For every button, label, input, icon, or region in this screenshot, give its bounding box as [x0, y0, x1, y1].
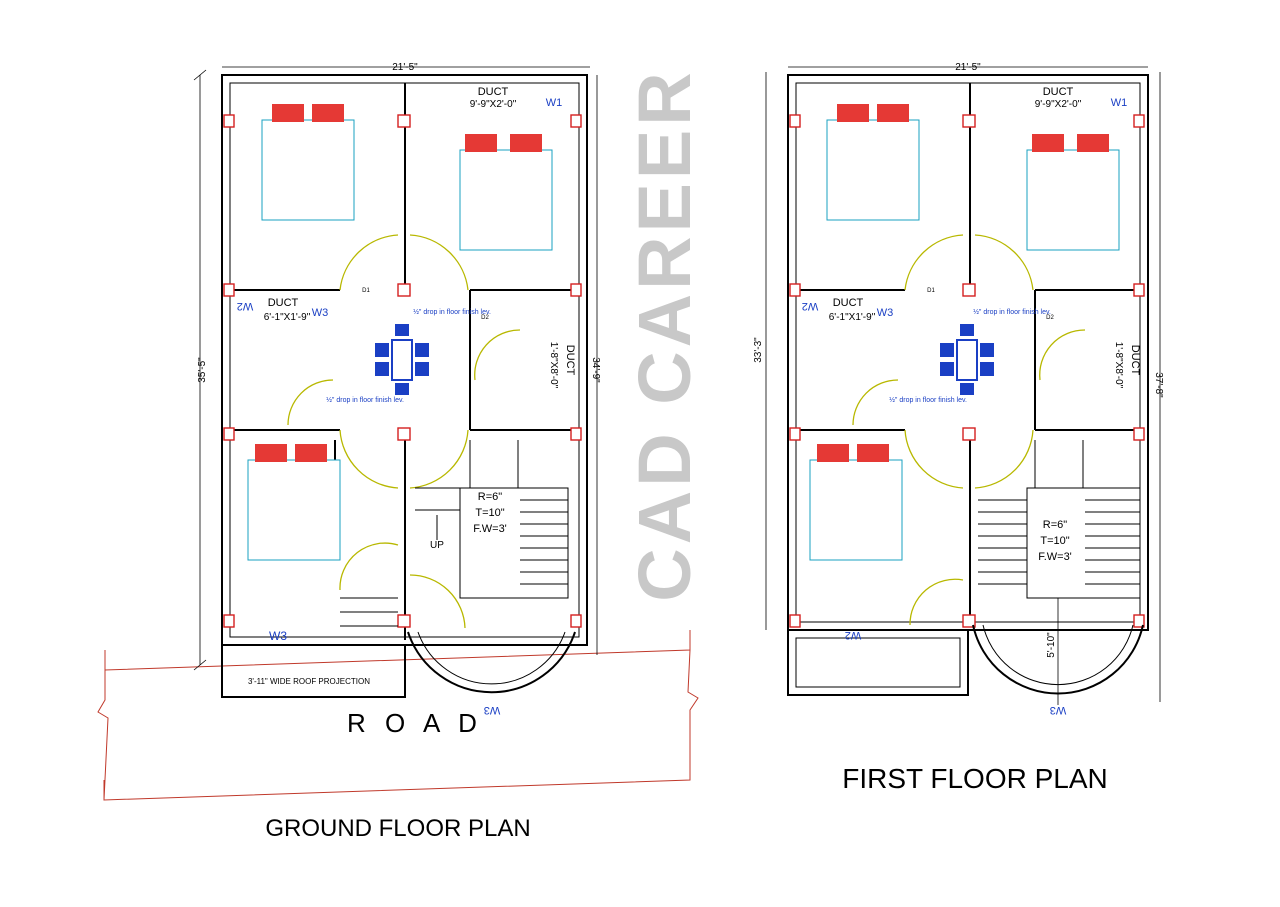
ground-drop-note-2: ½" drop in floor finish lev. [326, 396, 404, 404]
first-bed-1 [826, 104, 920, 221]
ground-drop-note-1: ½" drop in floor finish lev. [413, 308, 491, 316]
first-stair-tread: T=10" [1040, 535, 1069, 547]
ground-roof-projection-note: 3'-11" WIDE ROOF PROJECTION [248, 677, 370, 686]
first-duct-mid-label: DUCT [833, 297, 864, 309]
ground-duct-mid-label: DUCT [268, 297, 299, 309]
ground-w3-front-label: W3 [269, 629, 287, 643]
watermark-text: CAD CAREER [623, 68, 706, 601]
ground-duct-top-label: DUCT [478, 86, 509, 98]
first-w3-bay-label: W3 [1050, 704, 1067, 716]
first-bed-2 [1026, 134, 1120, 251]
ground-floor-title: GROUND FLOOR PLAN [265, 815, 530, 842]
first-duct-side-label: DUCT [1129, 345, 1141, 376]
ground-bed-3 [247, 444, 341, 561]
first-drop-note-1: ½" drop in floor finish lev. [973, 308, 1051, 316]
first-dimension-lines [765, 66, 1161, 702]
ground-depth-right-dim: 34'-9" [590, 357, 601, 383]
ground-staircase [340, 440, 569, 627]
first-stair-flight: F.W=3' [1038, 551, 1072, 563]
first-depth-right-dim: 37'-8" [1153, 372, 1164, 398]
ground-w3-mid-label: W3 [312, 307, 329, 319]
ground-floor-plan: 21'-5" 35'-5" 34'-9" [193, 62, 601, 716]
ground-width-dim: 21'-5" [392, 62, 418, 73]
first-stair-riser: R=6" [1043, 519, 1067, 531]
ground-w1-label: W1 [546, 97, 563, 109]
ground-duct-side-label: DUCT [564, 345, 576, 376]
first-duct-top-size: 9'-9"X2'-0" [1035, 99, 1082, 110]
ground-bed-1 [261, 104, 355, 221]
first-w1-label: W1 [1111, 97, 1128, 109]
ground-door-d1: D1 [362, 288, 370, 294]
ground-w3-bay-label: W3 [484, 704, 501, 716]
first-duct-mid-size: 6'-1"X1'-9" [829, 312, 876, 323]
ground-duct-top-size: 9'-9"X2'-0" [470, 99, 517, 110]
first-door-swings [852, 234, 1086, 626]
ground-stair-tread: T=10" [475, 507, 504, 519]
ground-door-d2: D2 [481, 315, 489, 321]
ground-dimension-lines [193, 66, 598, 671]
first-w2-label: W2 [802, 300, 819, 312]
first-staircase [978, 440, 1141, 705]
ground-depth-left-dim: 35'-5" [197, 357, 208, 383]
first-width-dim: 21'-5" [955, 62, 981, 73]
ground-stair-up: UP [430, 540, 444, 551]
first-door-d2: D2 [1046, 315, 1054, 321]
ground-door-swings [287, 234, 521, 629]
first-w2-balcony-label: W2 [845, 629, 862, 641]
first-depth-left-dim: 33'-3" [753, 337, 764, 363]
road [97, 630, 699, 801]
ground-dining-table [375, 324, 429, 395]
first-floor-title: FIRST FLOOR PLAN [842, 763, 1108, 794]
road-label: R O A D [347, 708, 483, 738]
first-duct-side-size: 1'-8"X8'-0" [1113, 342, 1124, 389]
first-drop-note-2: ½" drop in floor finish lev. [889, 396, 967, 404]
first-duct-top-label: DUCT [1043, 86, 1074, 98]
ground-stair-riser: R=6" [478, 491, 502, 503]
first-w3-mid-label: W3 [877, 307, 894, 319]
first-bed-3 [809, 444, 903, 561]
first-bay-dim: 5'-10" [1046, 632, 1057, 658]
first-floor-plan: 21'-5" 33'-3" 37'-8" [753, 62, 1164, 716]
ground-stair-flight: F.W=3' [473, 523, 507, 535]
ground-bed-2 [459, 134, 553, 251]
first-dining-table [940, 324, 994, 395]
first-door-d1: D1 [927, 288, 935, 294]
ground-w2-label: W2 [237, 300, 254, 312]
ground-duct-mid-size: 6'-1"X1'-9" [264, 312, 311, 323]
ground-duct-side-size: 1'-8"X8'-0" [548, 342, 559, 389]
